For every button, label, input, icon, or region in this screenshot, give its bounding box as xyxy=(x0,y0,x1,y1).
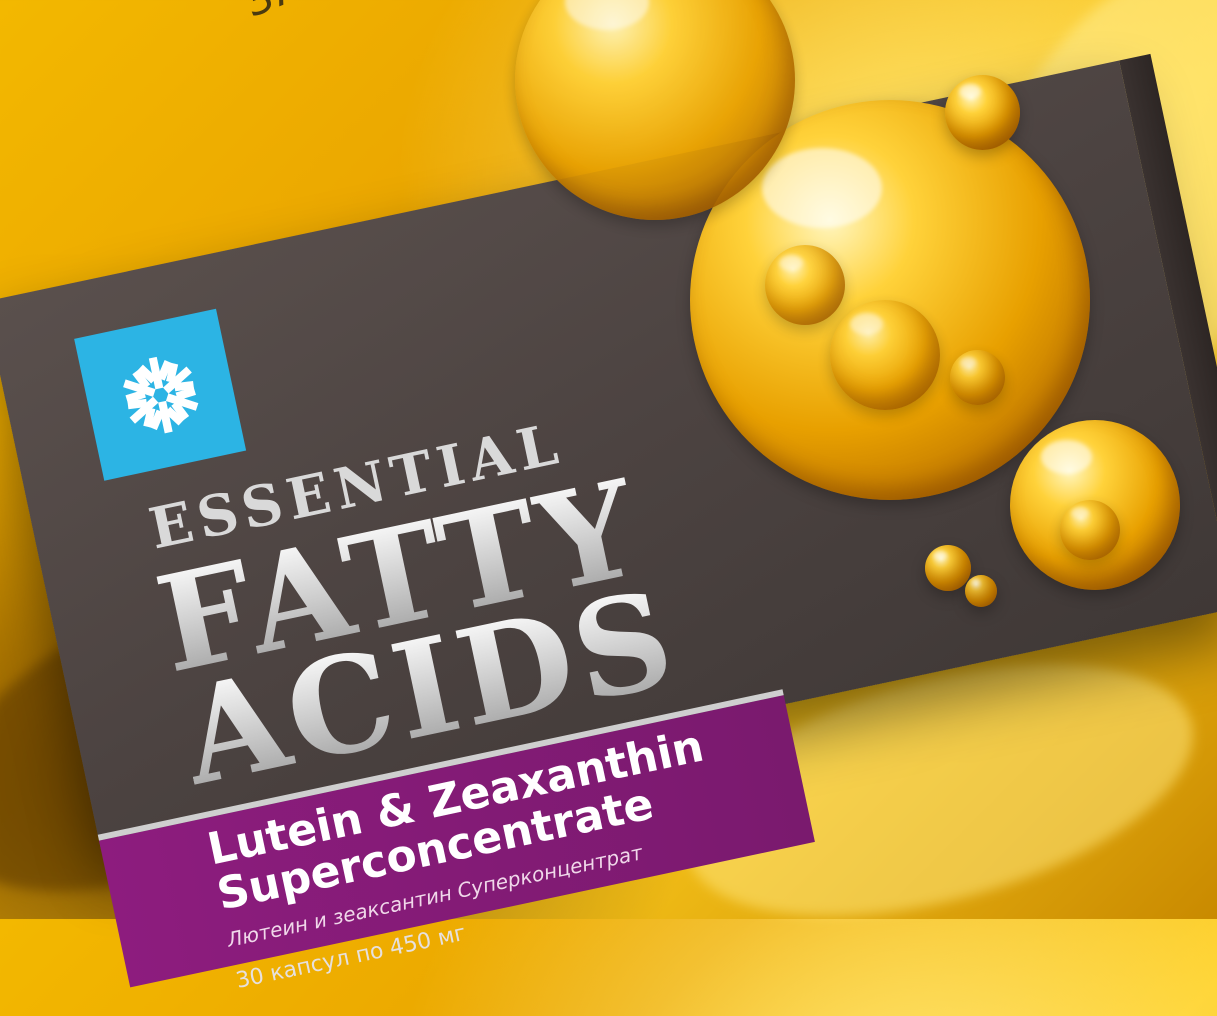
partial-heading-text: ЗА xyxy=(237,0,313,27)
oil-bubble-inner xyxy=(1060,500,1120,560)
oil-bubble-inner xyxy=(765,245,845,325)
oil-bubble-inner xyxy=(830,300,940,410)
snowflake-icon xyxy=(118,356,202,436)
oil-bubble-small xyxy=(965,575,997,607)
oil-bubble-small xyxy=(925,545,971,591)
oil-bubble-top xyxy=(515,0,795,220)
oil-bubble-inner xyxy=(950,350,1005,405)
brand-logo xyxy=(74,308,247,481)
oil-bubble-small xyxy=(945,75,1020,150)
product-box: ESSENTIAL FATTY ACIDS Lutein & Zeaxanthi… xyxy=(0,53,1217,994)
